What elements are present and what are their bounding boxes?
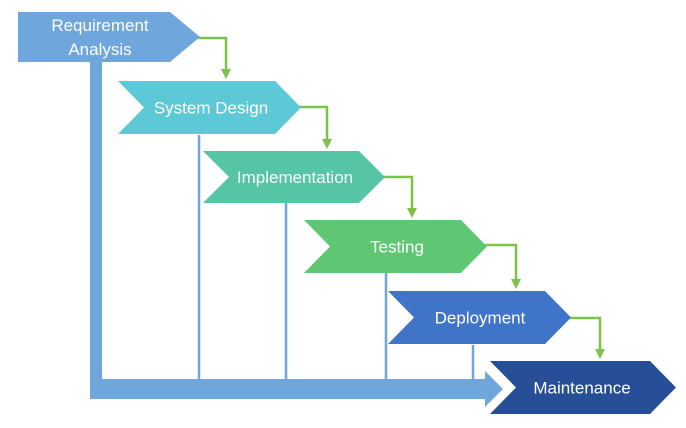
stage-shape-req bbox=[18, 12, 200, 62]
stage-label-design: System Design bbox=[154, 99, 268, 118]
connector-arrow bbox=[485, 243, 521, 289]
stage-label-impl: Implementation bbox=[237, 168, 353, 187]
connector-arrow bbox=[383, 175, 417, 218]
stage-label-test: Testing bbox=[370, 238, 424, 257]
stage-shape-design bbox=[118, 81, 301, 134]
stage-label-deploy: Deployment bbox=[435, 309, 526, 328]
stage-impl: Implementation bbox=[203, 151, 385, 203]
feedback-lines bbox=[90, 60, 503, 407]
connector-arrow bbox=[198, 36, 231, 79]
stage-connectors bbox=[198, 36, 605, 359]
stage-label-req: Requirement bbox=[51, 16, 149, 35]
stage-shape-impl bbox=[203, 151, 385, 203]
stage-shape-maint bbox=[490, 361, 676, 414]
stage-shape-test bbox=[304, 220, 487, 273]
connector-arrow bbox=[299, 105, 332, 149]
connector-arrow bbox=[568, 316, 605, 359]
stage-test: Testing bbox=[304, 220, 487, 273]
stage-label-req: Analysis bbox=[68, 40, 131, 59]
stage-shape-deploy bbox=[388, 291, 571, 344]
stage-maint: Maintenance bbox=[490, 361, 676, 414]
stage-label-maint: Maintenance bbox=[533, 379, 630, 398]
stage-design: System Design bbox=[118, 81, 301, 134]
stage-deploy: Deployment bbox=[388, 291, 571, 344]
